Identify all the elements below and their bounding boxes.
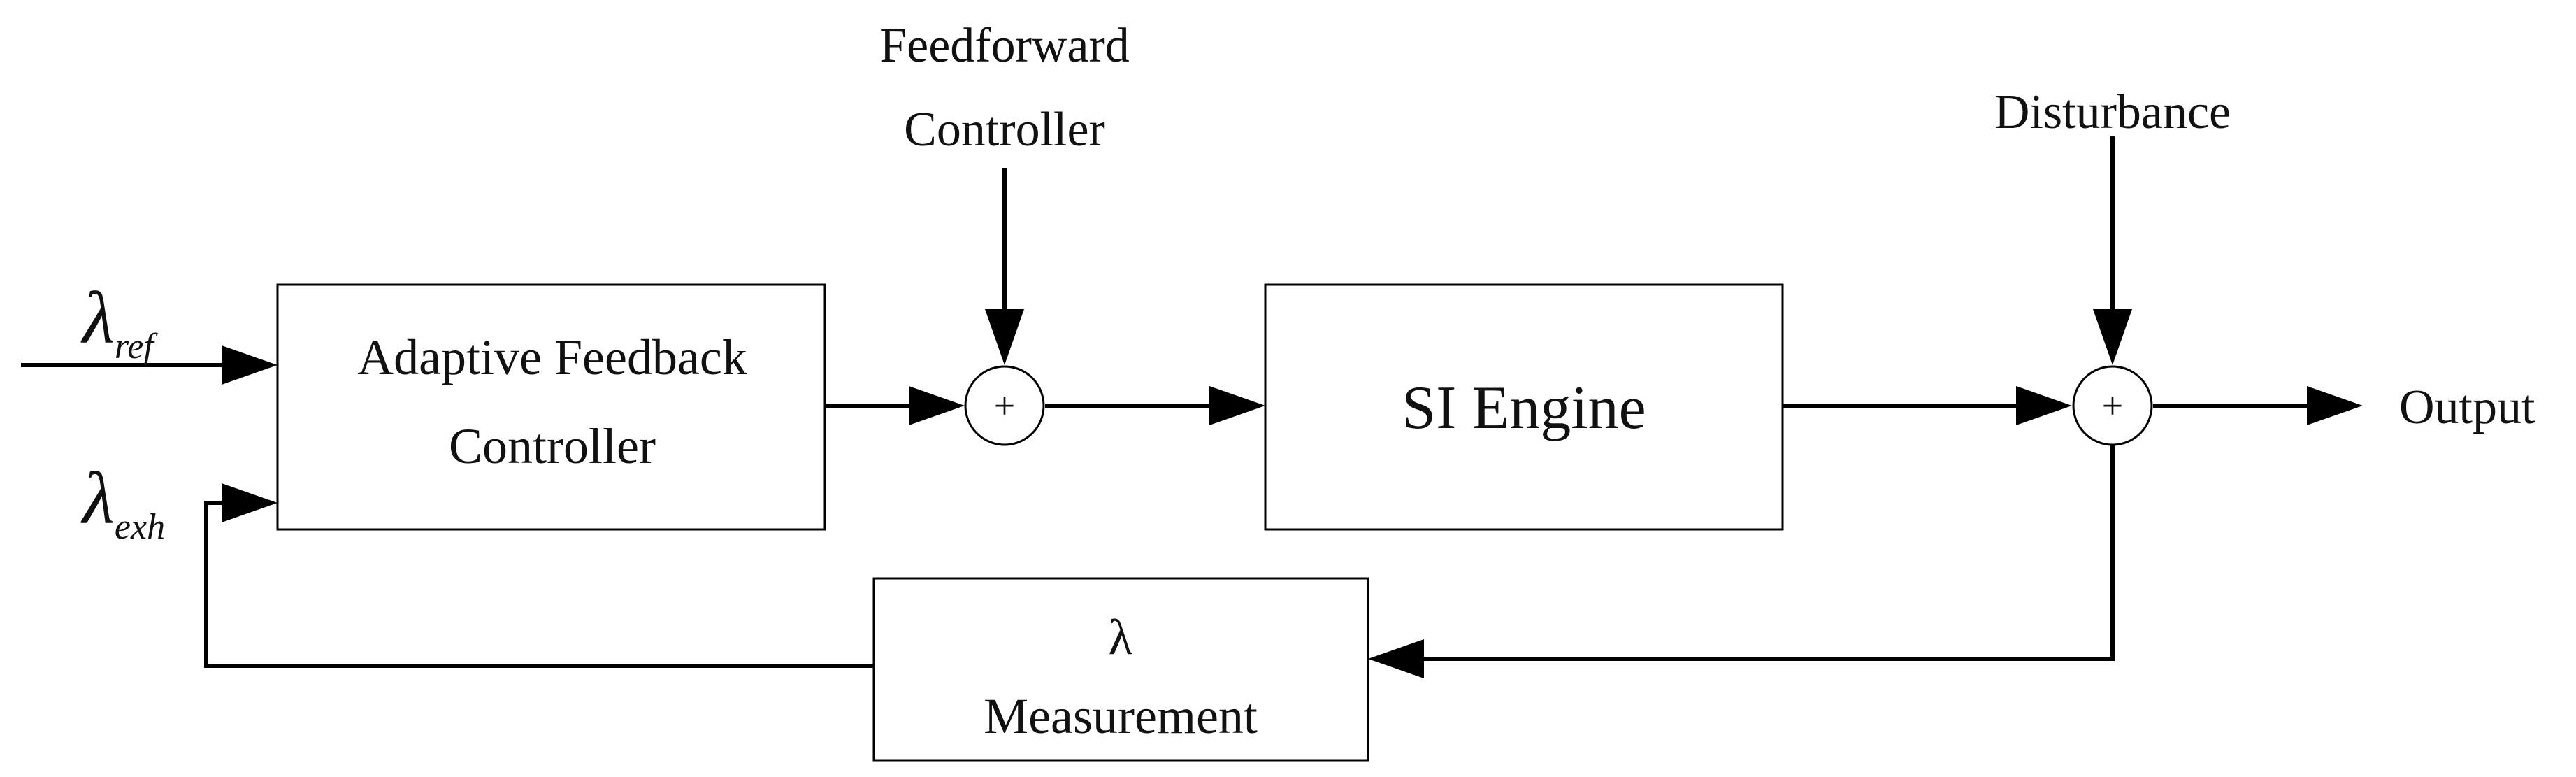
lambda-ref-subscript: ref — [115, 327, 158, 366]
adaptive-feedback-controller-block — [276, 283, 826, 531]
si-engine-block — [1264, 283, 1784, 531]
lambda-measurement-block — [872, 577, 1369, 762]
measurement-label-line1: λ — [1109, 609, 1133, 665]
lambda-ref-symbol: λ — [80, 277, 115, 359]
arrowhead-output — [2307, 386, 2363, 425]
disturbance-label: Disturbance — [1994, 85, 2231, 139]
arrowhead-into-measurement — [1368, 639, 1424, 678]
arrowhead-exh-input — [222, 483, 278, 522]
lambda-ref-signal-label: λref — [80, 277, 158, 366]
sum-disturbance-sign: + — [2102, 385, 2123, 427]
controller-label-line1: Adaptive Feedback — [357, 329, 747, 385]
sum-junction-disturbance — [2072, 365, 2153, 446]
output-label: Output — [2399, 380, 2535, 434]
si-engine-label: SI Engine — [1402, 374, 1646, 442]
feedforward-label-line1: Feedforward — [879, 19, 1130, 73]
arrowhead-into-engine — [1209, 386, 1265, 425]
lambda-exh-symbol: λ — [80, 457, 115, 539]
arrowhead-disturbance-down — [2093, 309, 2132, 365]
feedforward-label-line2: Controller — [904, 103, 1105, 157]
arrowhead-into-sum-disturbance — [2016, 386, 2072, 425]
lambda-exh-subscript: exh — [115, 507, 165, 547]
arrowhead-feedforward-down — [985, 309, 1024, 365]
controller-label-line2: Controller — [449, 418, 656, 474]
edge-output-to-measurement — [1419, 445, 2115, 661]
measurement-label-line2: Measurement — [984, 688, 1258, 744]
lambda-exh-signal-label: λexh — [80, 457, 165, 547]
edge-measurement-feedback — [204, 501, 874, 668]
sum-feedforward-sign: + — [994, 385, 1015, 427]
sum-junction-feedforward — [964, 365, 1045, 446]
arrowhead-into-sum-feedforward — [909, 386, 965, 425]
arrowhead-ref-input — [222, 345, 278, 385]
